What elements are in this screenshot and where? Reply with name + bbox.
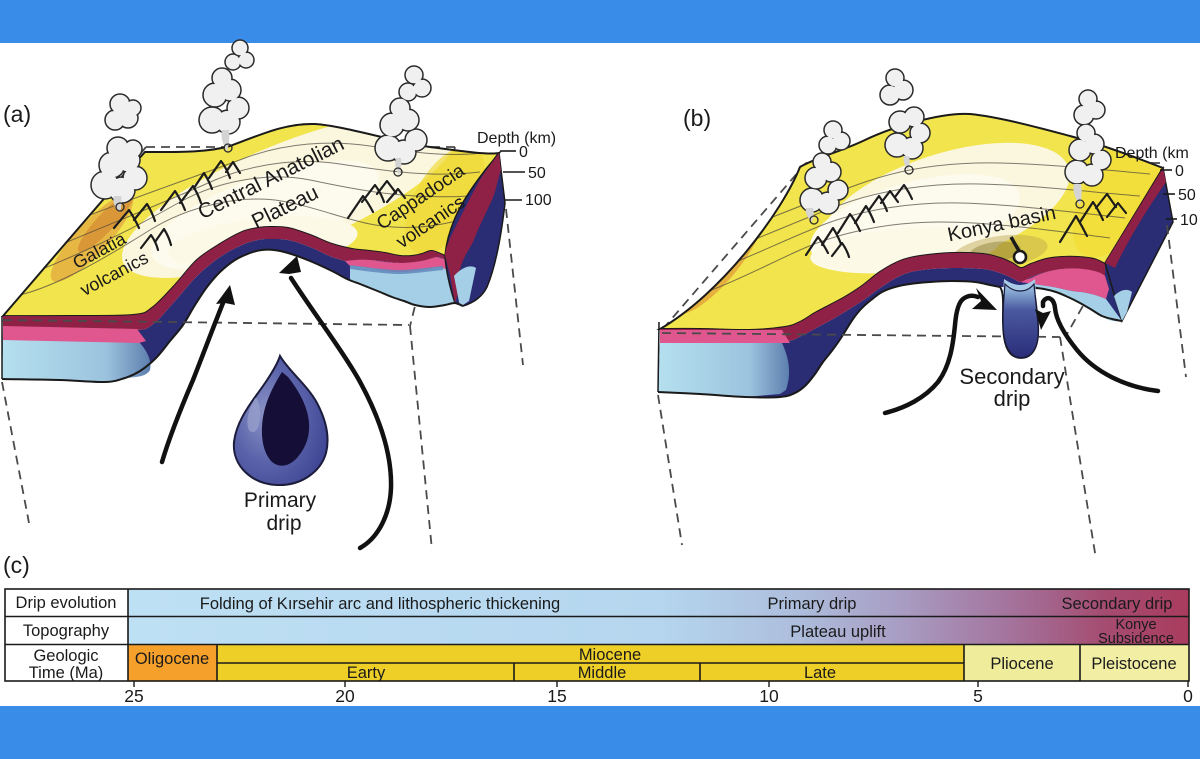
svg-text:50: 50: [1178, 187, 1196, 204]
svg-text:(c): (c): [3, 552, 30, 578]
svg-text:(a): (a): [3, 101, 31, 127]
svg-text:50: 50: [528, 165, 546, 182]
svg-text:Secondary drip: Secondary drip: [1062, 595, 1173, 613]
svg-text:Oligocene: Oligocene: [135, 650, 209, 668]
svg-text:Folding of Kırsehir arc and li: Folding of Kırsehir arc and lithospheric…: [200, 595, 560, 613]
svg-text:20: 20: [335, 686, 355, 706]
svg-text:Depth (km): Depth (km): [477, 130, 556, 147]
svg-text:Depth (km: Depth (km: [1115, 145, 1189, 162]
svg-text:0: 0: [519, 144, 528, 161]
svg-text:Middle: Middle: [578, 664, 627, 682]
svg-text:Secondary: Secondary: [959, 364, 1064, 389]
svg-text:Plateau uplift: Plateau uplift: [790, 623, 886, 641]
svg-text:5: 5: [973, 686, 983, 706]
svg-text:Miocene: Miocene: [579, 646, 641, 664]
svg-text:Topography: Topography: [23, 622, 110, 640]
svg-text:drip: drip: [994, 386, 1031, 411]
svg-text:Geologic: Geologic: [33, 647, 98, 665]
svg-text:drip: drip: [266, 512, 301, 535]
svg-text:(b): (b): [683, 105, 711, 131]
svg-text:Konye: Konye: [1115, 617, 1156, 633]
svg-text:Earty: Earty: [347, 664, 386, 682]
svg-text:Drip evolution: Drip evolution: [16, 594, 117, 612]
svg-text:10: 10: [1180, 212, 1198, 229]
svg-text:Subsidence: Subsidence: [1098, 631, 1174, 647]
svg-text:Primary drip: Primary drip: [768, 595, 857, 613]
svg-text:15: 15: [547, 686, 566, 706]
svg-text:Primary: Primary: [244, 489, 317, 512]
svg-text:Pliocene: Pliocene: [990, 655, 1053, 673]
svg-text:100: 100: [525, 192, 552, 209]
svg-text:0: 0: [1175, 163, 1184, 180]
svg-text:0: 0: [1183, 686, 1193, 706]
svg-text:Pleistocene: Pleistocene: [1091, 655, 1176, 673]
svg-text:25: 25: [124, 686, 143, 706]
svg-text:10: 10: [759, 686, 779, 706]
svg-text:Late: Late: [804, 664, 836, 682]
svg-text:Time (Ma): Time (Ma): [29, 664, 104, 682]
